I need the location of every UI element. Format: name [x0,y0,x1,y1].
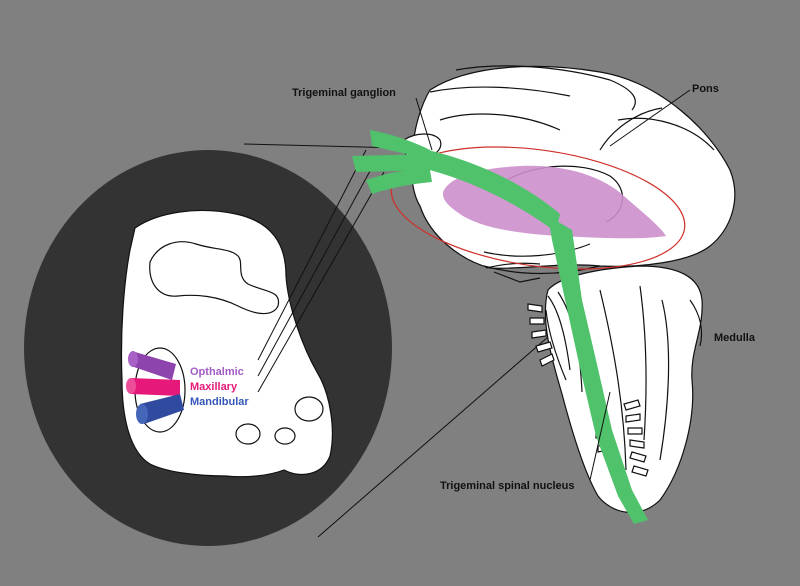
label-trigeminal-ganglion: Trigeminal ganglion [292,87,396,99]
label-medulla: Medulla [714,332,756,344]
inset-leader-lines [243,143,573,538]
label-maxillary: Maxillary [190,381,238,393]
foramen-hole [274,427,296,445]
ganglion-leaders [415,97,433,151]
foramen-hole [294,396,324,422]
trigeminal-tract [352,130,648,524]
label-trigeminal-spinal-nucleus: Trigeminal spinal nucleus [440,480,574,492]
spinal-nucleus-leader [589,391,611,481]
label-pons: Pons [692,83,719,95]
cross-section-cavity [149,241,280,315]
foramen-hole [235,423,261,445]
opthalmic-branch [128,351,176,380]
mandibular-branch [136,394,184,424]
pons-leader [609,89,691,147]
label-mandibular: Mandibular [190,396,249,408]
maxillary-branch [126,378,180,396]
label-opthalmic: Opthalmic [190,366,244,378]
